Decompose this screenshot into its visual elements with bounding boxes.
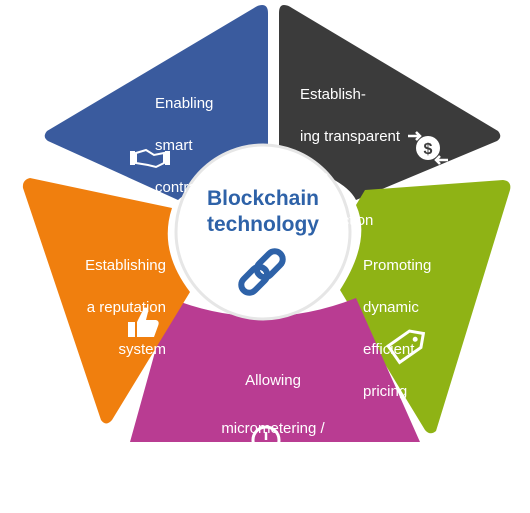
segment-p2p xyxy=(279,5,501,200)
segment-label-reputation: Establishing a reputation system xyxy=(85,257,166,358)
handshake-icon xyxy=(130,148,170,169)
svg-text:$: $ xyxy=(424,141,433,158)
blockchain-diagram: $ Enabling smart contracts Establish- in… xyxy=(22,5,511,442)
center-title: Blockchain technology xyxy=(206,187,320,236)
pentagon-diagram: $ xyxy=(22,5,511,442)
price-tag-icon xyxy=(386,329,426,365)
segment-label-p2p: Establish- ing transparent P2P transacti… xyxy=(300,86,401,229)
segment-label-pricing: Promoting dynamic efficient pricing xyxy=(363,257,432,400)
segment-label-smart-contracts: Enabling smart contracts xyxy=(155,95,216,196)
segment-smart-contracts xyxy=(44,5,269,200)
chain-link-icon xyxy=(238,248,286,296)
thumbs-up-icon xyxy=(128,307,159,337)
segment-pricing xyxy=(340,180,511,434)
segment-label-micrometering: Allowing micrometering / micromonetizing xyxy=(218,372,328,485)
dollar-exchange-icon: $ xyxy=(408,131,448,165)
gauge-icon xyxy=(251,425,281,442)
segment-micrometering xyxy=(130,298,420,442)
segment-reputation xyxy=(22,178,191,424)
center-circle xyxy=(174,143,352,321)
